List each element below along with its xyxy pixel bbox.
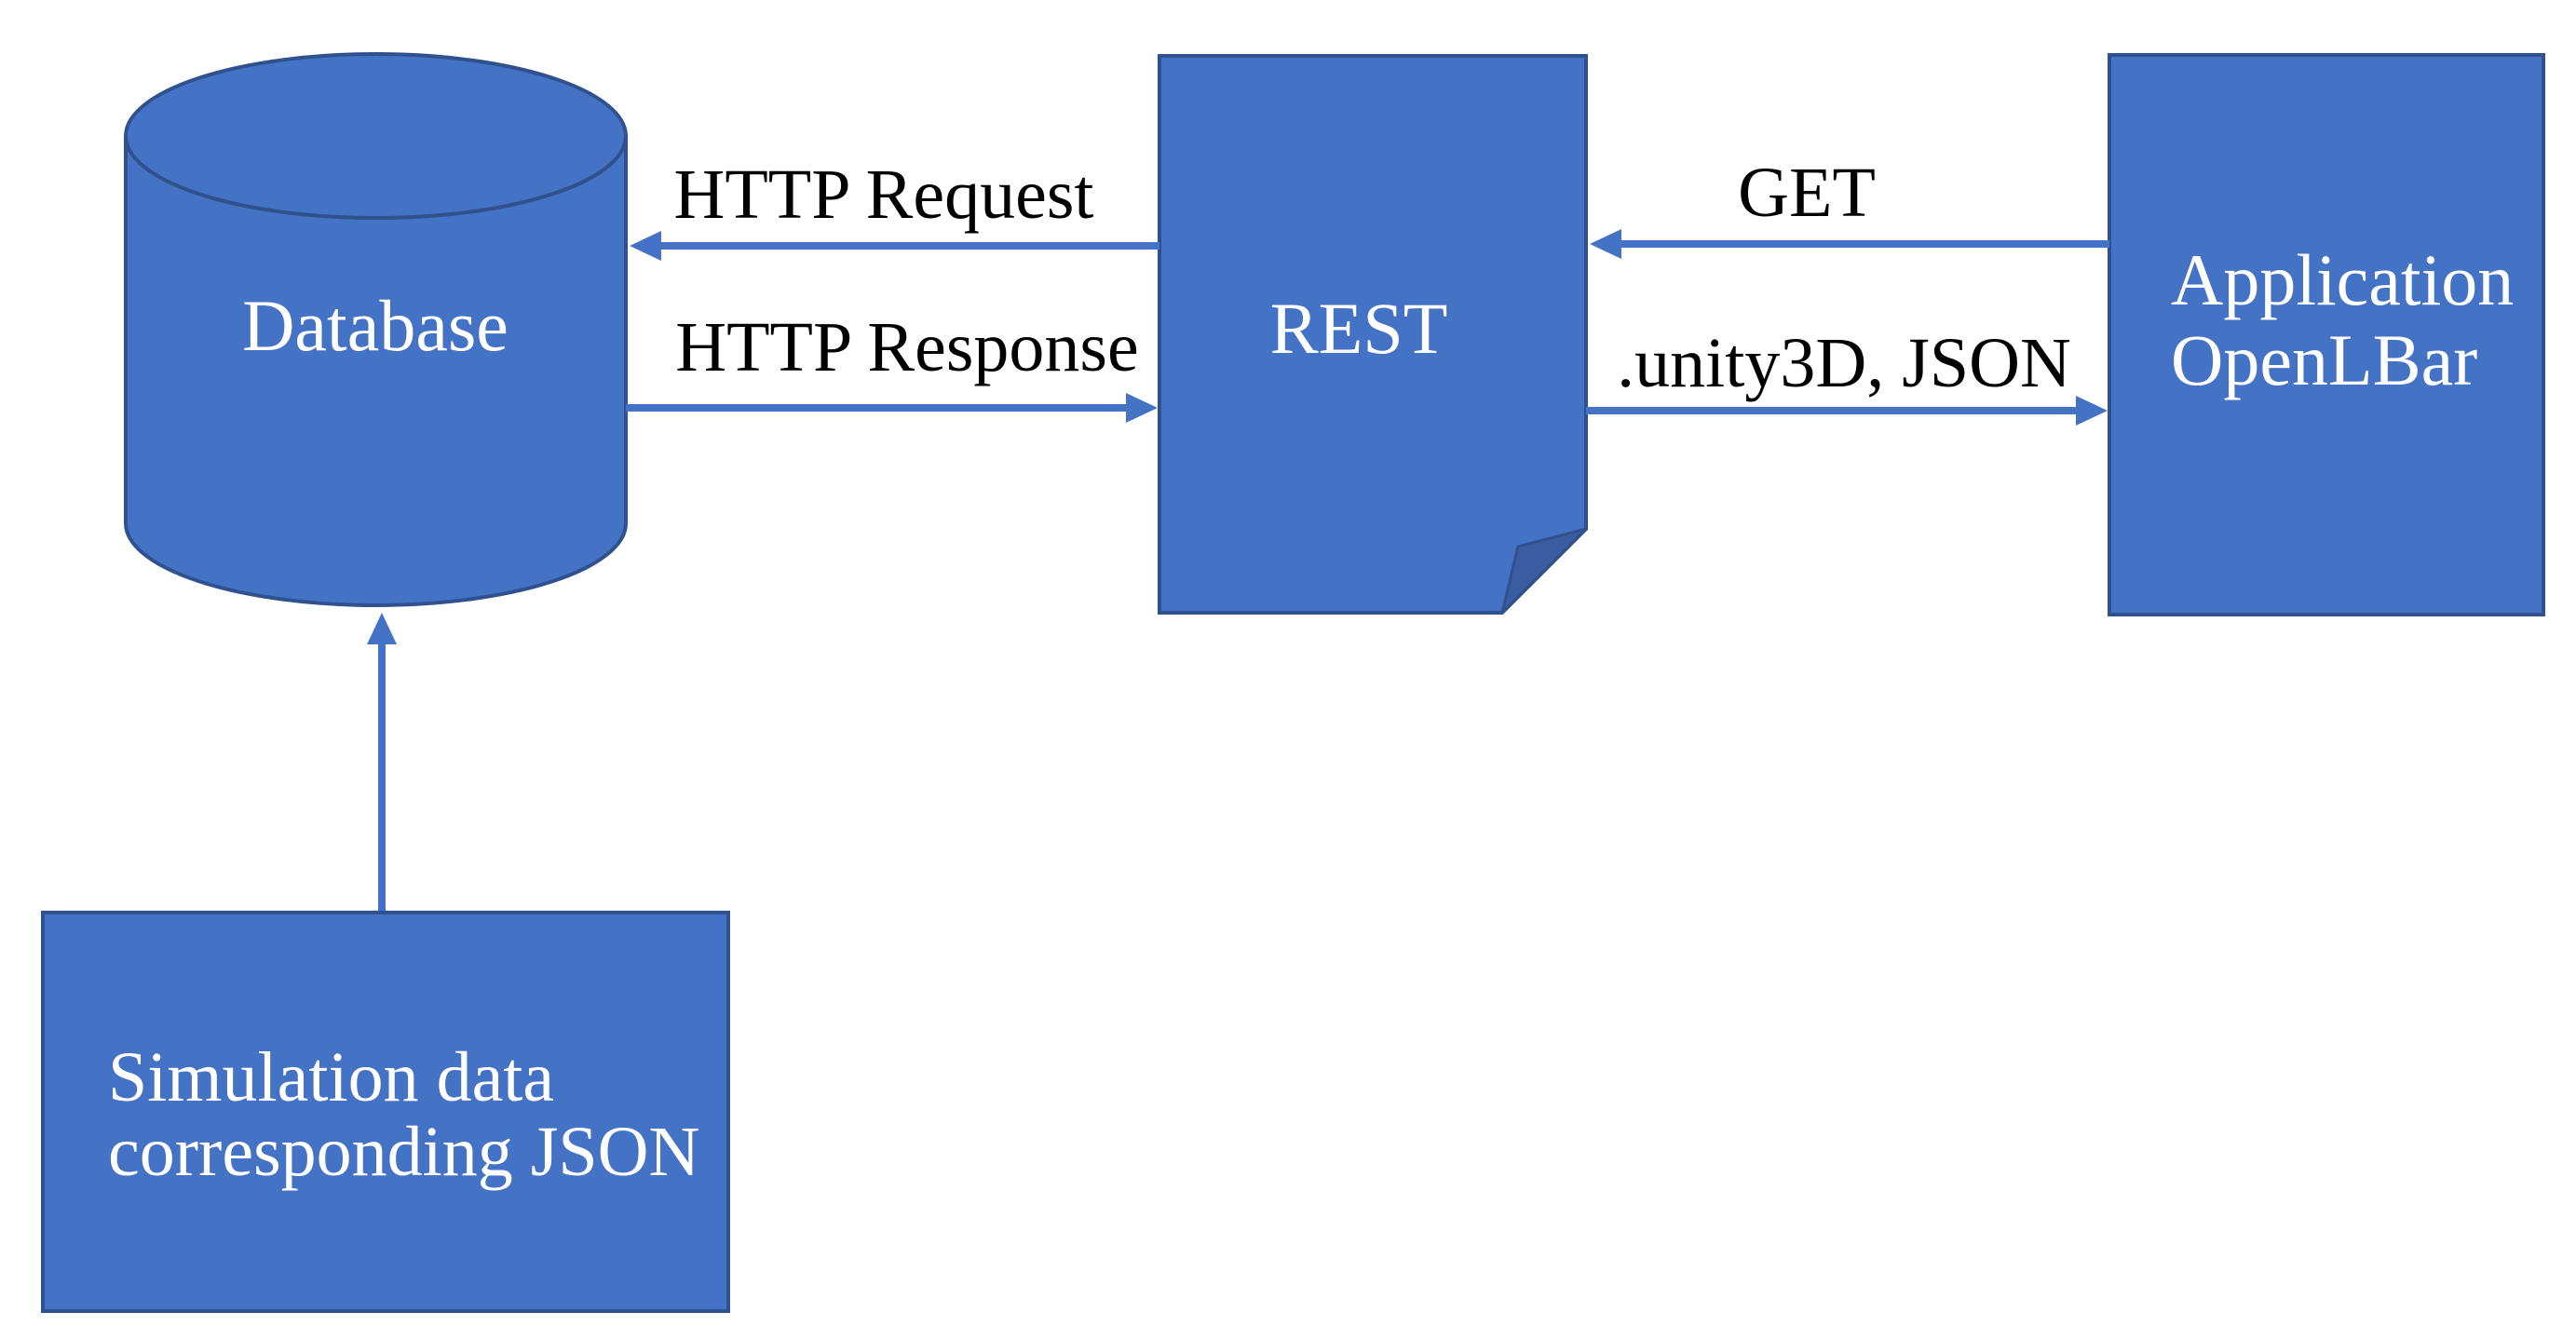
rest-label: REST bbox=[1269, 288, 1448, 369]
http-request-label: HTTP Request bbox=[673, 156, 1094, 234]
get-label: GET bbox=[1738, 154, 1876, 232]
database-label: Database bbox=[242, 285, 508, 366]
http-response-label: HTTP Response bbox=[675, 308, 1139, 386]
database-cylinder-top bbox=[124, 52, 628, 220]
database-cylinder bbox=[124, 52, 628, 607]
simulation-label-line2: corresponding JSON bbox=[108, 1113, 700, 1191]
rest-document bbox=[1158, 54, 1588, 615]
folded-corner bbox=[1500, 527, 1588, 615]
application-label-line2: OpenLBar bbox=[2171, 319, 2478, 400]
application-label-line1: Application bbox=[2171, 239, 2515, 320]
simulation-label: Simulation data corresponding JSON bbox=[108, 1040, 699, 1189]
simulation-label-line1: Simulation data bbox=[108, 1038, 555, 1116]
simulation-box bbox=[41, 911, 730, 1313]
unity-json-label: .unity3D, JSON bbox=[1617, 324, 2071, 402]
application-box bbox=[2108, 53, 2545, 616]
application-label: Application OpenLBar bbox=[2171, 240, 2514, 400]
